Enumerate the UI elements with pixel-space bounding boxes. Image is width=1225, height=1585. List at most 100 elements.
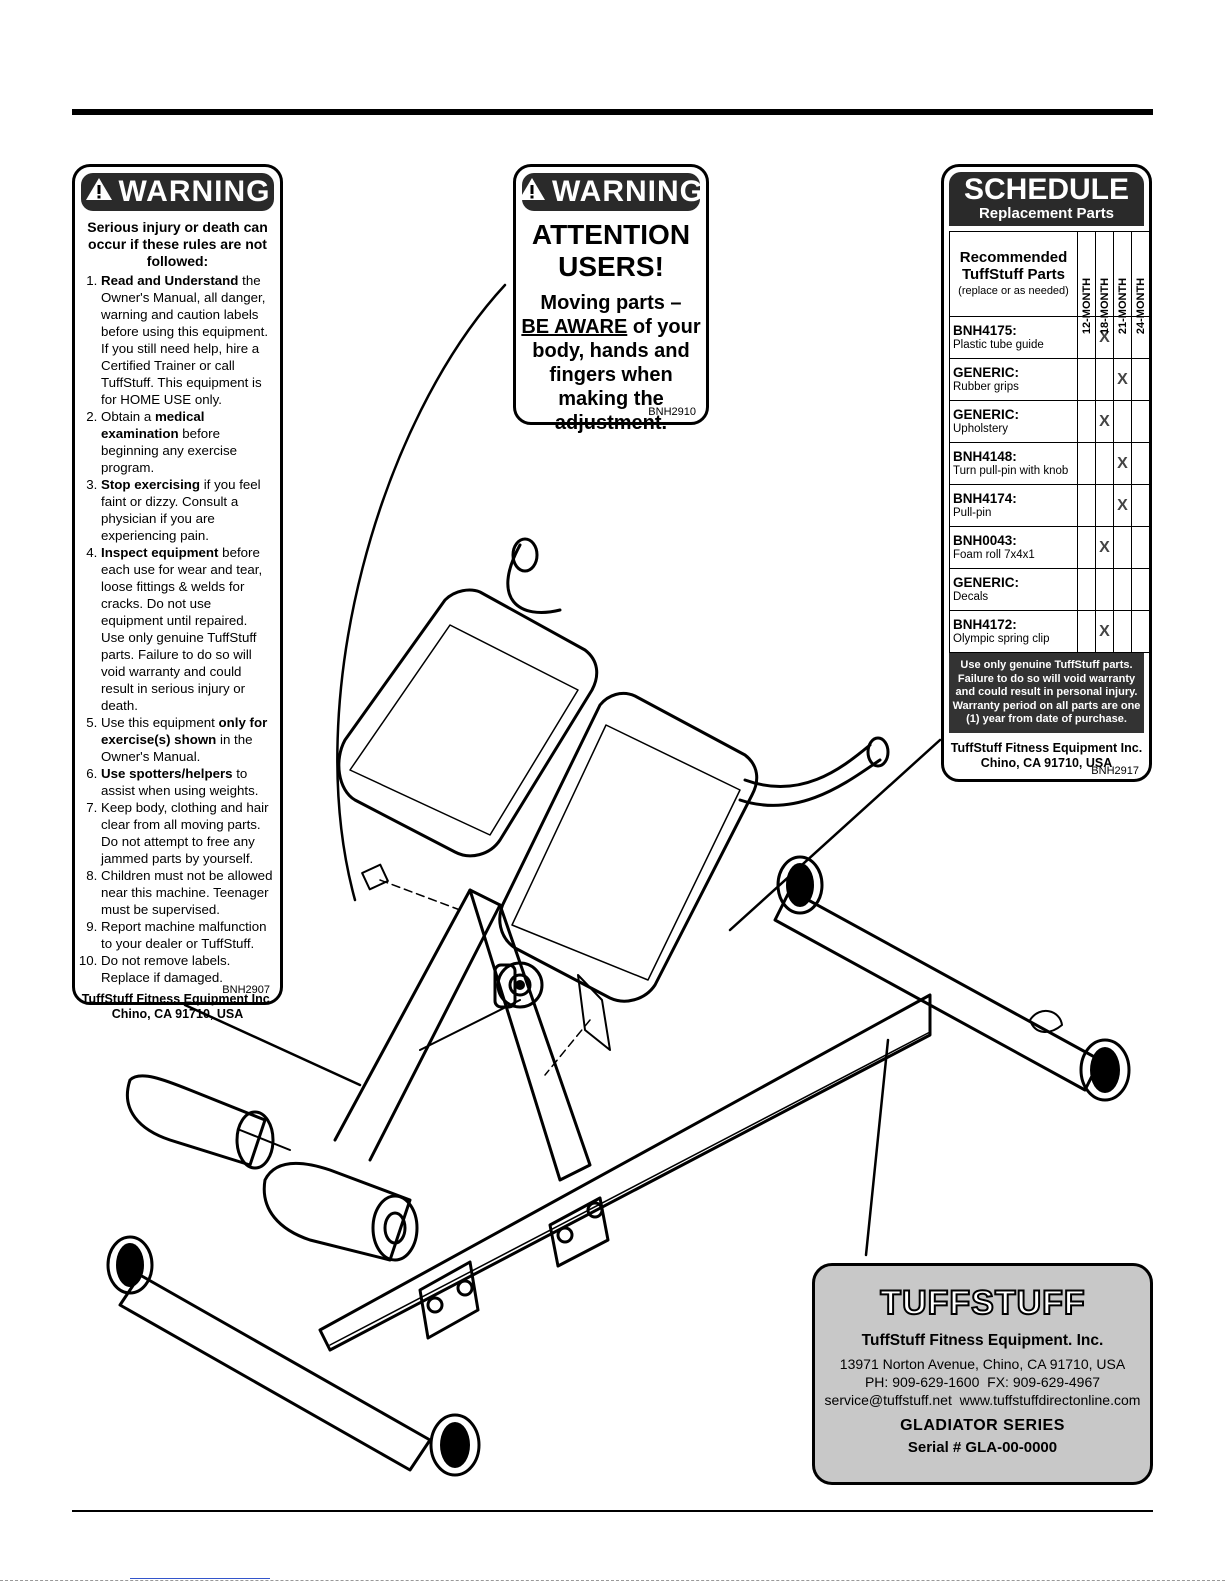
schedule-part-row: GENERIC:Rubber grips X — [949, 358, 1150, 401]
serial-plate: TUFFSTUFF TuffStuff Fitness Equipment. I… — [812, 1263, 1153, 1485]
warning-header-text: WARNING — [118, 175, 271, 208]
warning-rule: Children must not be allowed near this m… — [101, 867, 274, 918]
part-code: BNH0043: — [953, 532, 1017, 548]
schedule-mark: X — [1113, 358, 1132, 401]
schedule-mark — [1113, 400, 1132, 443]
schedule-header: SCHEDULE Replacement Parts — [949, 172, 1144, 226]
warning-rule: Report machine malfunction to your deale… — [101, 918, 274, 952]
part-description: Pull-pin — [953, 506, 992, 519]
schedule-mark — [1077, 400, 1096, 443]
msg-underline: BE AWARE — [521, 316, 628, 338]
plate-address: 13971 Norton Avenue, Chino, CA 91710, US… — [839, 1356, 1126, 1372]
schedule-mark — [1113, 568, 1132, 611]
part-cell: BNH4148:Turn pull-pin with knob — [949, 442, 1078, 485]
company-name: TuffStuff Fitness Equipment Inc. — [950, 740, 1143, 755]
plate-web: service@tuffstuff.net www.tuffstuffdirec… — [824, 1392, 1141, 1408]
warning-intro: Serious injury or death can occur if the… — [87, 219, 268, 269]
month-label: 18-MONTH — [1098, 277, 1111, 335]
part-cell: BNH4174:Pull-pin — [949, 484, 1078, 527]
month-label: 12-MONTH — [1080, 277, 1093, 335]
part-cell: BNH4172:Olympic spring clip — [949, 610, 1078, 653]
schedule-mark — [1131, 442, 1150, 485]
schedule-mark — [1077, 568, 1096, 611]
part-cell: GENERIC:Decals — [949, 568, 1078, 611]
plate-phone: PH: 909-629-1600 FX: 909-629-4967 — [864, 1374, 1101, 1390]
part-description: Rubber grips — [953, 380, 1019, 393]
part-code: GENERIC: — [953, 364, 1020, 380]
rule-emphasis: Read and Understand — [101, 273, 239, 288]
warning-rules-list: Read and Understand the Owner's Manual, … — [75, 272, 280, 986]
footer-dashes — [0, 1580, 1225, 1581]
company-location: Chino, CA 91710, USA — [980, 755, 1113, 770]
label-code: BNH2910 — [648, 406, 696, 418]
rule-emphasis: Inspect equipment — [101, 545, 219, 560]
warning-rule: Use spotters/helpers to assist when usin… — [101, 765, 274, 799]
company-location: Chino, CA 91710, USA — [111, 1007, 244, 1021]
attention-heading: ATTENTION USERS! — [531, 219, 691, 282]
month-header: 12-MONTH — [1077, 231, 1096, 334]
replacement-schedule-label: SCHEDULE Replacement Parts Recommended T… — [941, 164, 1152, 782]
label-code: BNH2907 — [222, 984, 270, 996]
part-code: GENERIC: — [953, 574, 1020, 590]
schedule-mark: X — [1095, 610, 1114, 653]
part-description: Plastic tube guide — [953, 338, 1044, 351]
rule-text: the Owner's Manual, all danger, warning … — [101, 273, 269, 407]
schedule-mark — [1095, 484, 1114, 527]
month-header: 24-MONTH — [1131, 231, 1150, 334]
rule-emphasis: Stop exercising — [101, 477, 201, 492]
warning-rule: Do not remove labels. Replace if damaged… — [101, 952, 274, 986]
schedule-mark: X — [1095, 400, 1114, 443]
rule-emphasis: only for exercise(s) shown — [101, 715, 268, 747]
company-name: TuffStuff Fitness Equipment Inc. — [81, 992, 274, 1006]
rec-note: (replace or as needed) — [958, 284, 1069, 297]
part-description: Foam roll 7x4x1 — [953, 548, 1035, 561]
schedule-mark — [1131, 484, 1150, 527]
schedule-mark — [1113, 610, 1132, 653]
plate-contact: 13971 Norton Avenue, Chino, CA 91710, US… — [815, 1355, 1150, 1409]
tuffstuff-logo: TUFFSTUFF — [878, 1280, 1088, 1324]
plate-company: TuffStuff Fitness Equipment. Inc. — [861, 1332, 1104, 1349]
rule-text: before beginning any exercise program. — [101, 426, 238, 475]
schedule-mark — [1095, 568, 1114, 611]
part-description: Decals — [953, 590, 989, 603]
warning-rule: Use this equipment only for exercise(s) … — [101, 714, 274, 765]
rule-emphasis: Use spotters/helpers — [101, 766, 233, 781]
schedule-company: TuffStuff Fitness Equipment Inc. Chino, … — [944, 741, 1149, 771]
schedule-table: Recommended TuffStuff Parts (replace or … — [949, 231, 1150, 653]
warning-header: WARNING — [519, 173, 703, 211]
schedule-mark — [1095, 358, 1114, 401]
schedule-subtitle: Replacement Parts — [978, 205, 1115, 222]
part-cell: BNH4175:Plastic tube guide — [949, 316, 1078, 359]
warning-header: WARNING — [81, 173, 274, 211]
footer-link-underline — [130, 1578, 270, 1579]
warning-header-text: WARNING — [552, 175, 704, 208]
schedule-mark — [1077, 484, 1096, 527]
warning-company: TuffStuff Fitness Equipment Inc. Chino, … — [75, 992, 280, 1022]
part-cell: GENERIC:Rubber grips — [949, 358, 1078, 401]
msg-part-1: Moving parts – — [540, 292, 682, 314]
rule-text: to assist when using weights. — [101, 766, 259, 798]
msg-part-2: of your body, hands and fingers when mak… — [532, 316, 701, 434]
part-cell: BNH0043:Foam roll 7x4x1 — [949, 526, 1078, 569]
warning-triangle-icon — [85, 175, 113, 209]
part-description: Olympic spring clip — [953, 632, 1050, 645]
part-code: BNH4172: — [953, 616, 1017, 632]
schedule-mark — [1131, 358, 1150, 401]
rule-text: Keep body, clothing and hair clear from … — [101, 800, 269, 866]
label-code: BNH2917 — [1091, 765, 1139, 777]
rule-text: before each use for wear and tear, loose… — [101, 545, 263, 713]
month-label: 21-MONTH — [1116, 277, 1129, 335]
warning-rule: Inspect equipment before each use for we… — [101, 544, 274, 714]
part-code: BNH4148: — [953, 448, 1017, 464]
recommended-heading: Recommended TuffStuff Parts (replace or … — [949, 231, 1078, 317]
schedule-mark — [1077, 442, 1096, 485]
part-description: Turn pull-pin with knob — [953, 464, 1069, 477]
rule-text: if you feel faint or dizzy. Consult a ph… — [101, 477, 261, 543]
schedule-mark — [1077, 610, 1096, 653]
rule-text: Obtain a — [101, 409, 155, 424]
schedule-mark — [1131, 610, 1150, 653]
